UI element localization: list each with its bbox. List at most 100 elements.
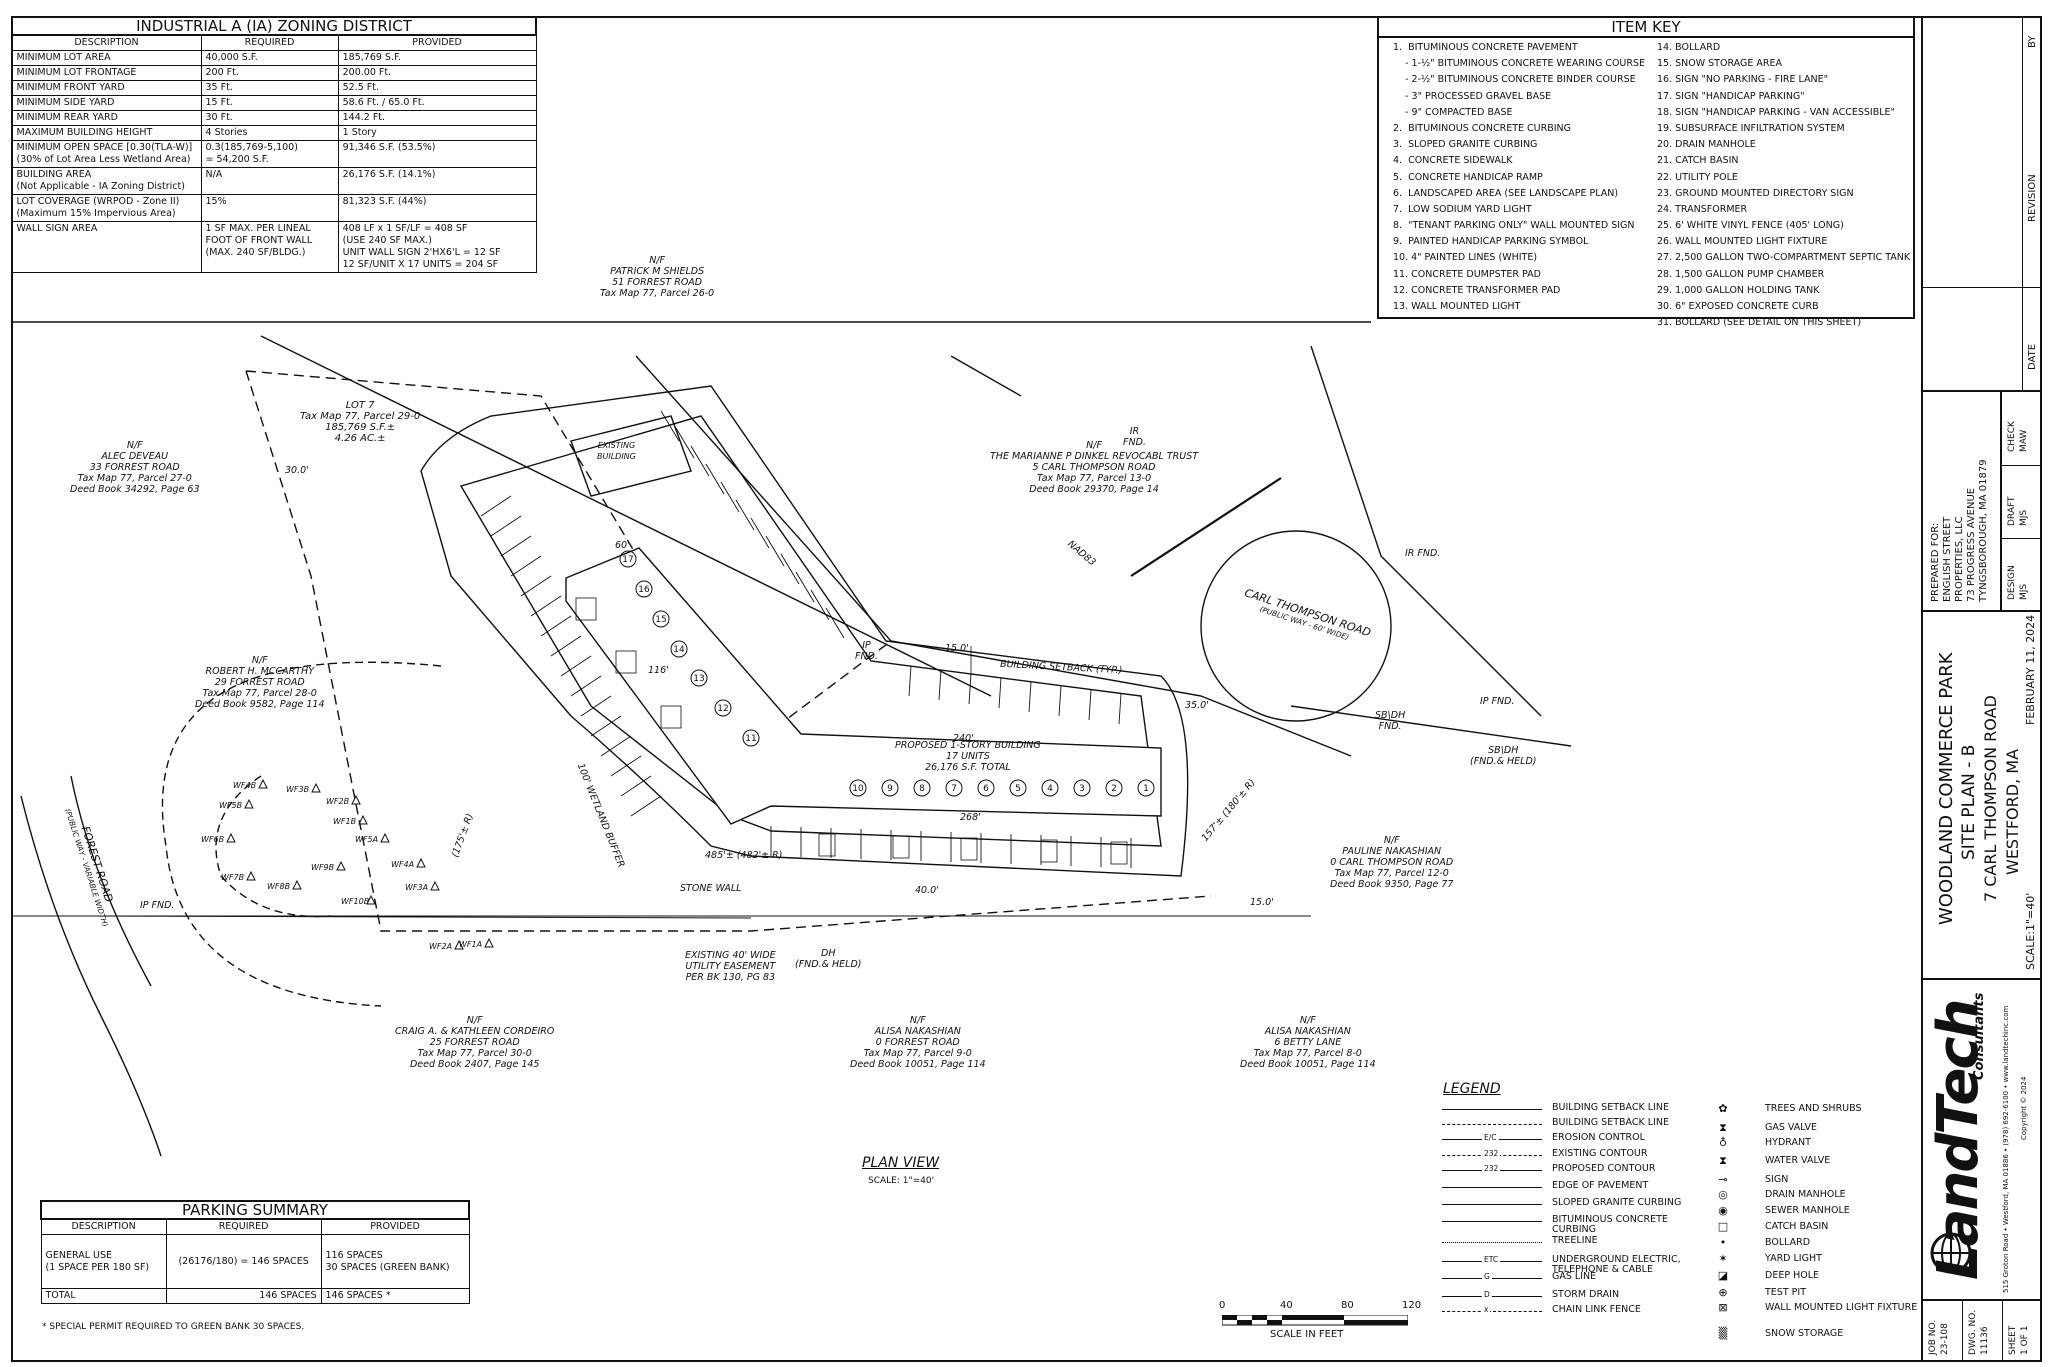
wetland-flag-label: WF1B <box>333 817 356 826</box>
wetland-flag-icon <box>292 879 302 890</box>
draft-line: MJS <box>2019 509 2029 526</box>
abutter-line: 6 BETTY LANE <box>1274 1037 1342 1048</box>
dim-15a: 15.0' <box>945 643 969 654</box>
abutter-line: 29 FORREST ROAD <box>214 677 305 688</box>
wetland-flag-icon <box>246 870 256 881</box>
sheet-title: SITE PLAN - B <box>1959 744 1979 860</box>
wetland-flag-label: WF5B <box>219 801 242 810</box>
legend-symbol-icon: ⧗ <box>1719 1154 1727 1167</box>
legend-symbol-icon: ◪ <box>1717 1269 1729 1282</box>
legend-symbol-label: BOLLARD <box>1765 1237 1811 1248</box>
abutter-line: N/F <box>1086 440 1102 451</box>
item-key-entry: 10. 4" PAINTED LINES (WHITE) <box>1393 252 1538 264</box>
legend-line-code: G <box>1482 1272 1492 1281</box>
dim-116: 116' <box>648 665 669 676</box>
zoning-cell: LOT COVERAGE (WRPOD - Zone II) (Maximum … <box>11 194 202 222</box>
wetland-flag-label: WF2B <box>326 797 349 806</box>
parking-total-label: TOTAL <box>40 1288 167 1304</box>
wetland-flag-icon <box>366 894 376 905</box>
legend-line-label: BITUMINOUS CONCRETE CURBING <box>1552 1214 1668 1235</box>
abutter-line: ALISA NAKASHIAN <box>874 1026 961 1037</box>
legend-title: LEGEND <box>1443 1081 1501 1097</box>
item-key-entry: 13. WALL MOUNTED LIGHT <box>1393 301 1521 312</box>
address-1: 7 CARL THOMPSON ROAD <box>1981 695 2000 902</box>
abutter-line: N/F <box>466 1015 483 1026</box>
prepared-for-block <box>1921 391 2001 611</box>
zoning-cell: 26,176 S.F. (14.1%) <box>337 167 537 195</box>
legend-line-sample <box>1442 1204 1542 1205</box>
legend-line-label: EXISTING CONTOUR <box>1552 1148 1648 1159</box>
company-sub: Consultants <box>1972 992 1987 1080</box>
zoning-row: BUILDING AREA (Not Applicable - IA Zonin… <box>11 167 537 195</box>
cul-de-sac <box>1200 530 1392 722</box>
zoning-row: MINIMUM OPEN SPACE [0.30(TLA-W)] (30% of… <box>11 140 537 168</box>
abutter-line: CRAIG A. & KATHLEEN CORDEIRO <box>395 1026 555 1037</box>
sheet-line: 1 OF 1 <box>2020 1325 2030 1355</box>
dwg-line: 11136 <box>1980 1326 1990 1355</box>
abutter-line: Tax Map 77, Parcel 27-0 <box>77 473 192 484</box>
dim-240: 240' <box>953 733 974 744</box>
zoning-cell: 91,346 S.F. (53.5%) <box>337 140 537 168</box>
item-key-entry: 5. CONCRETE HANDICAP RAMP <box>1393 171 1543 183</box>
abutter-line: 33 FORREST ROAD <box>89 462 180 473</box>
dwg-number: DWG. NO.11136 <box>1967 1310 1991 1355</box>
legend-symbol-label: SIGN <box>1765 1174 1789 1185</box>
plan-view-title: PLAN VIEW <box>862 1155 940 1171</box>
legend-symbol-icon: ✶ <box>1718 1252 1728 1265</box>
prepared-for-line: PREPARED FOR: <box>1930 522 1941 602</box>
sheet-line: SHEET <box>2008 1325 2018 1355</box>
fnd-label: FND. <box>855 651 878 662</box>
unit-circle <box>690 669 708 687</box>
abutter-line: N/F <box>909 1015 926 1026</box>
legend-symbol-icon: ▒ <box>1718 1327 1728 1340</box>
item-key-entry: 4. CONCRETE SIDEWALK <box>1393 155 1513 167</box>
item-key-entry: 2. BITUMINOUS CONCRETE CURBING <box>1393 122 1572 134</box>
lot-line: LOT 7 <box>345 400 375 411</box>
unit-circle <box>913 779 931 797</box>
legend-symbol-icon: • <box>1719 1236 1727 1249</box>
abutter-line: Deed Book 2407, Page 145 <box>409 1059 540 1070</box>
wetland-flag-label: WF8B <box>267 882 290 891</box>
legend-symbol-label: WALL MOUNTED LIGHT FIXTURE <box>1765 1302 1918 1313</box>
legend-line-label: UNDERGROUND ELECTRIC, TELEPHONE & CABLE <box>1552 1254 1681 1275</box>
wetland-flag-icon <box>358 814 368 825</box>
zoning-title: INDUSTRIAL A (IA) ZONING DISTRICT <box>11 16 537 36</box>
legend-symbol-icon: ⊕ <box>1718 1286 1728 1299</box>
wetland-flag-icon <box>258 778 268 789</box>
item-key-entry: 28. 1,500 GALLON PUMP CHAMBER <box>1657 268 1825 280</box>
item-key-entry: 26. WALL MOUNTED LIGHT FIXTURE <box>1657 236 1828 248</box>
unit-number: 11 <box>745 734 756 744</box>
item-key-entry: 7. LOW SODIUM YARD LIGHT <box>1393 203 1532 215</box>
sbdh-2-label: SB\DH(FND.& HELD) <box>1470 745 1537 767</box>
zoning-cell: 408 LF x 1 SF/LF = 408 SF (USE 240 SF MA… <box>337 221 537 273</box>
unit-number: 1 <box>1143 784 1149 794</box>
scale-tick: 80 <box>1341 1300 1354 1311</box>
dim-268: 268' <box>960 812 981 823</box>
unit-circle <box>977 779 995 797</box>
item-key-entry: 16. SIGN "NO PARKING - FIRE LANE" <box>1657 74 1828 86</box>
legend-symbol-label: GAS VALVE <box>1765 1122 1818 1133</box>
wetland-flag-icon <box>244 798 254 809</box>
plan-view-scale: SCALE: 1"=40' <box>868 1176 935 1186</box>
abutter-line: Tax Map 77, Parcel 8-0 <box>1253 1048 1362 1059</box>
legend-line-code: ETC <box>1482 1255 1501 1264</box>
lot-line: Tax Map 77, Parcel 29-0 <box>300 411 421 422</box>
legend-line-sample <box>1442 1242 1542 1243</box>
company-block <box>1921 979 2042 1300</box>
address-2: WESTFORD, MA <box>2003 748 2022 875</box>
legend-symbol-icon: ♁ <box>1718 1136 1728 1149</box>
wetland-flag-label: WF7B <box>221 873 244 882</box>
rev-revision-header: REVISION <box>2027 174 2038 222</box>
item-key-entry: 3. SLOPED GRANITE CURBING <box>1393 139 1538 151</box>
prepared-for-line: PROPERTIES, LLC <box>1954 516 1965 602</box>
unit-circle <box>945 779 963 797</box>
easement-text: PER BK 130, PG 83 <box>685 972 776 983</box>
legend-symbol-label: CATCH BASIN <box>1765 1221 1829 1232</box>
abutter-line: Tax Map 77, Parcel 28-0 <box>202 688 317 699</box>
